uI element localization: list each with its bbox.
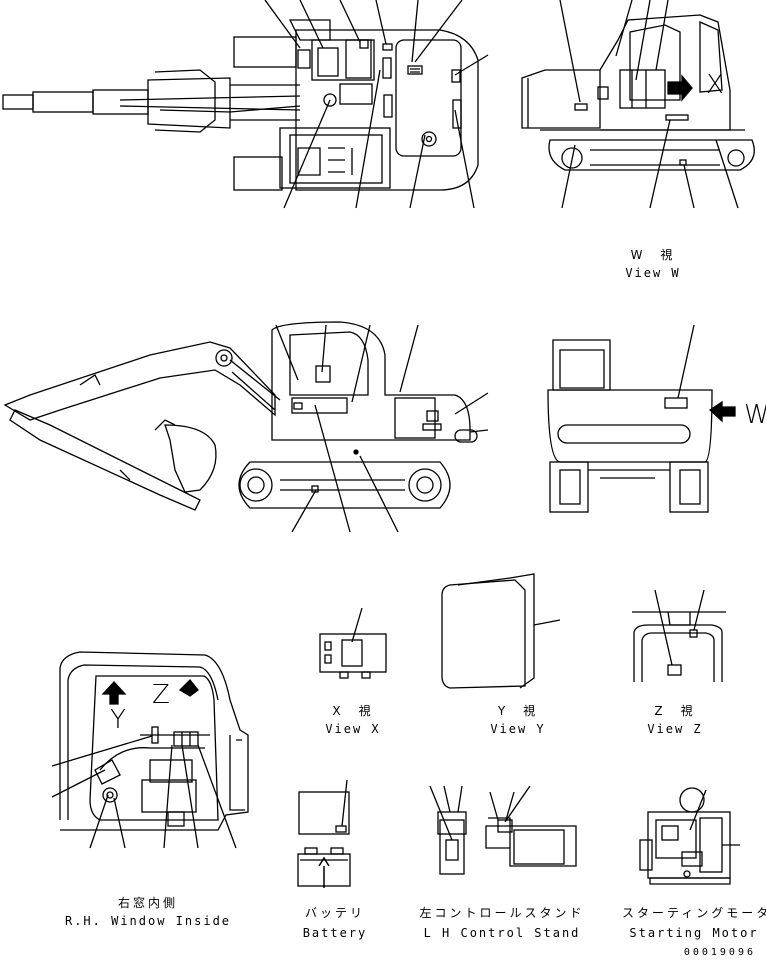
starting-motor-jp-label: スターティングモータ: [622, 906, 766, 920]
marker-w: W: [744, 400, 766, 430]
view-y-jp-label: Y 視: [497, 704, 539, 718]
rh-window-jp-label: 右窓内側: [117, 896, 178, 910]
side-view-machine: [521, 0, 755, 209]
control-stand-jp-label: 左コントロールスタンド: [419, 906, 585, 920]
marker-x: X: [706, 70, 724, 100]
view-z-en-label: View Z: [647, 722, 703, 736]
side-elevation-machine: [3, 321, 489, 533]
rh-window-en-label: R.H. Window Inside: [64, 914, 232, 928]
marker-z: Z: [152, 680, 170, 710]
view-y-en-label: View Y: [490, 722, 546, 736]
cab-interior: [51, 651, 249, 849]
view-z-jp-label: Z 視: [654, 704, 696, 718]
front-view-machine: [547, 324, 736, 513]
starting-motor-figure: [639, 787, 740, 885]
view-z-panel: [632, 589, 726, 682]
view-x-panel: [319, 607, 387, 679]
battery-figure: [297, 779, 351, 888]
control-stand-figure: [429, 785, 577, 875]
battery-en-label: Battery: [302, 926, 368, 940]
view-x-en-label: View X: [325, 722, 381, 736]
control-stand-en-label: L H Control Stand: [423, 926, 581, 940]
marker-y: Y: [110, 705, 126, 735]
view-y-panel: [441, 573, 561, 689]
starting-motor-en-label: Starting Motor: [629, 926, 759, 940]
view-w-jp-label: W 視: [630, 248, 676, 262]
view-x-jp-label: X 視: [332, 704, 374, 718]
battery-jp-label: バッテリ: [304, 906, 365, 920]
top-view-machine: [2, 0, 489, 209]
drawing-code: 00019096: [683, 947, 756, 958]
view-w-en-label: View W: [625, 266, 681, 280]
